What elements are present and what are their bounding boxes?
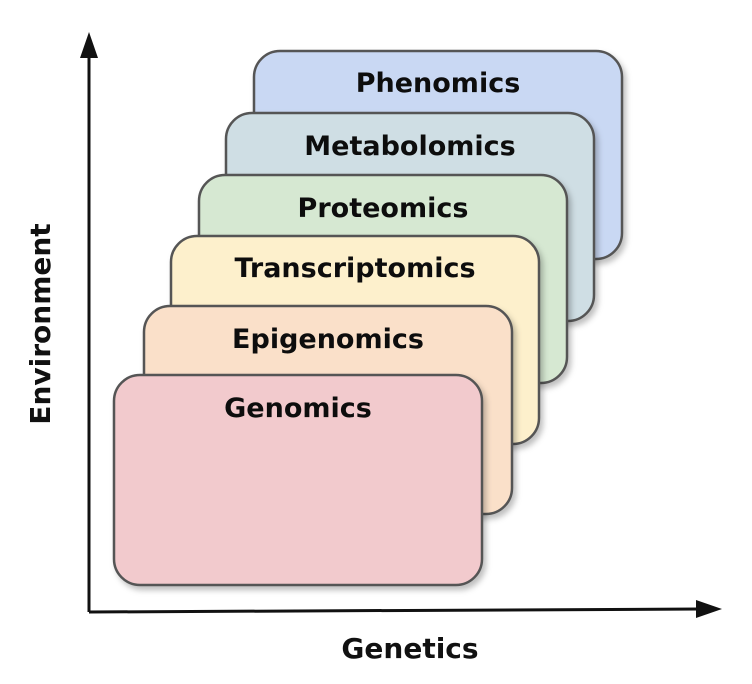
layers-group: Phenomics Metabolomics Proteomics Transc… <box>112 49 624 587</box>
layer-label-genomics: Genomics <box>224 393 372 424</box>
axes <box>80 32 722 618</box>
layer-label-metabolomics: Metabolomics <box>304 131 515 162</box>
layer-card <box>112 373 484 587</box>
x-axis-arrowhead <box>696 600 722 618</box>
layer-label-epigenomics: Epigenomics <box>232 324 424 355</box>
layer-genomics: Genomics <box>112 373 484 587</box>
layer-label-phenomics: Phenomics <box>356 68 521 99</box>
x-axis-label: Genetics <box>341 632 478 665</box>
x-axis-line <box>88 607 701 614</box>
layer-label-proteomics: Proteomics <box>298 193 469 224</box>
y-axis-label: Environment <box>24 223 57 424</box>
layer-label-transcriptomics: Transcriptomics <box>234 253 475 284</box>
y-axis-arrowhead <box>80 32 98 58</box>
